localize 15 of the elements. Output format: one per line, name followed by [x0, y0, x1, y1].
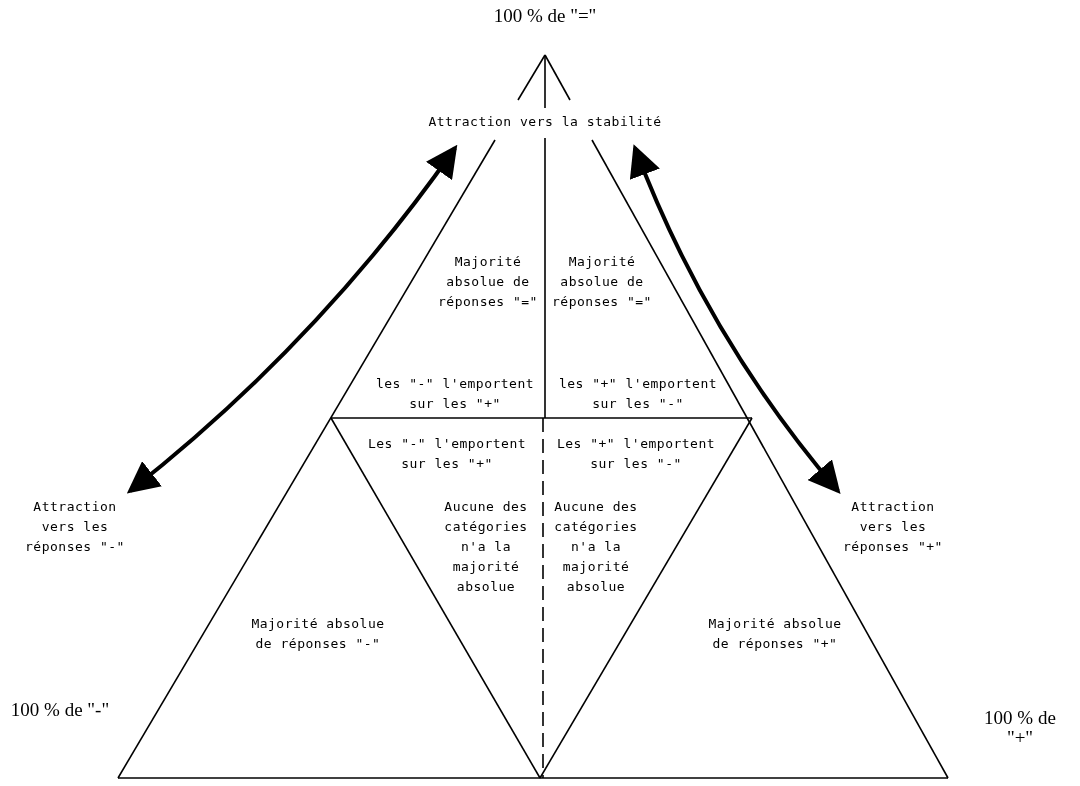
double-arrow — [126, 144, 458, 494]
region-label: Aucune des catégories n'a la majorité absolue — [553, 498, 639, 596]
vertex-label: 100 % de "=" — [492, 6, 598, 26]
vertex-label: 100 % de "+" — [983, 708, 1057, 748]
region-label: Majorité absolue de réponses "+" — [707, 615, 843, 653]
region-label: Majorité absolue de réponses "=" — [437, 253, 539, 311]
region-label: Les "+" l'emportent sur les "-" — [556, 435, 716, 473]
region-label: les "-" l'emportent sur les "+" — [374, 375, 536, 413]
region-label: Aucune des catégories n'a la majorité absolue — [443, 498, 529, 596]
region-label: Majorité absolue de réponses "-" — [250, 615, 386, 653]
vertex-label: 100 % de "-" — [10, 700, 110, 720]
region-label: Majorité absolue de réponses "=" — [551, 253, 653, 311]
double-arrow — [630, 144, 841, 495]
region-label: Les "-" l'emportent sur les "+" — [367, 435, 527, 473]
region-label: les "+" l'emportent sur les "-" — [557, 375, 719, 413]
